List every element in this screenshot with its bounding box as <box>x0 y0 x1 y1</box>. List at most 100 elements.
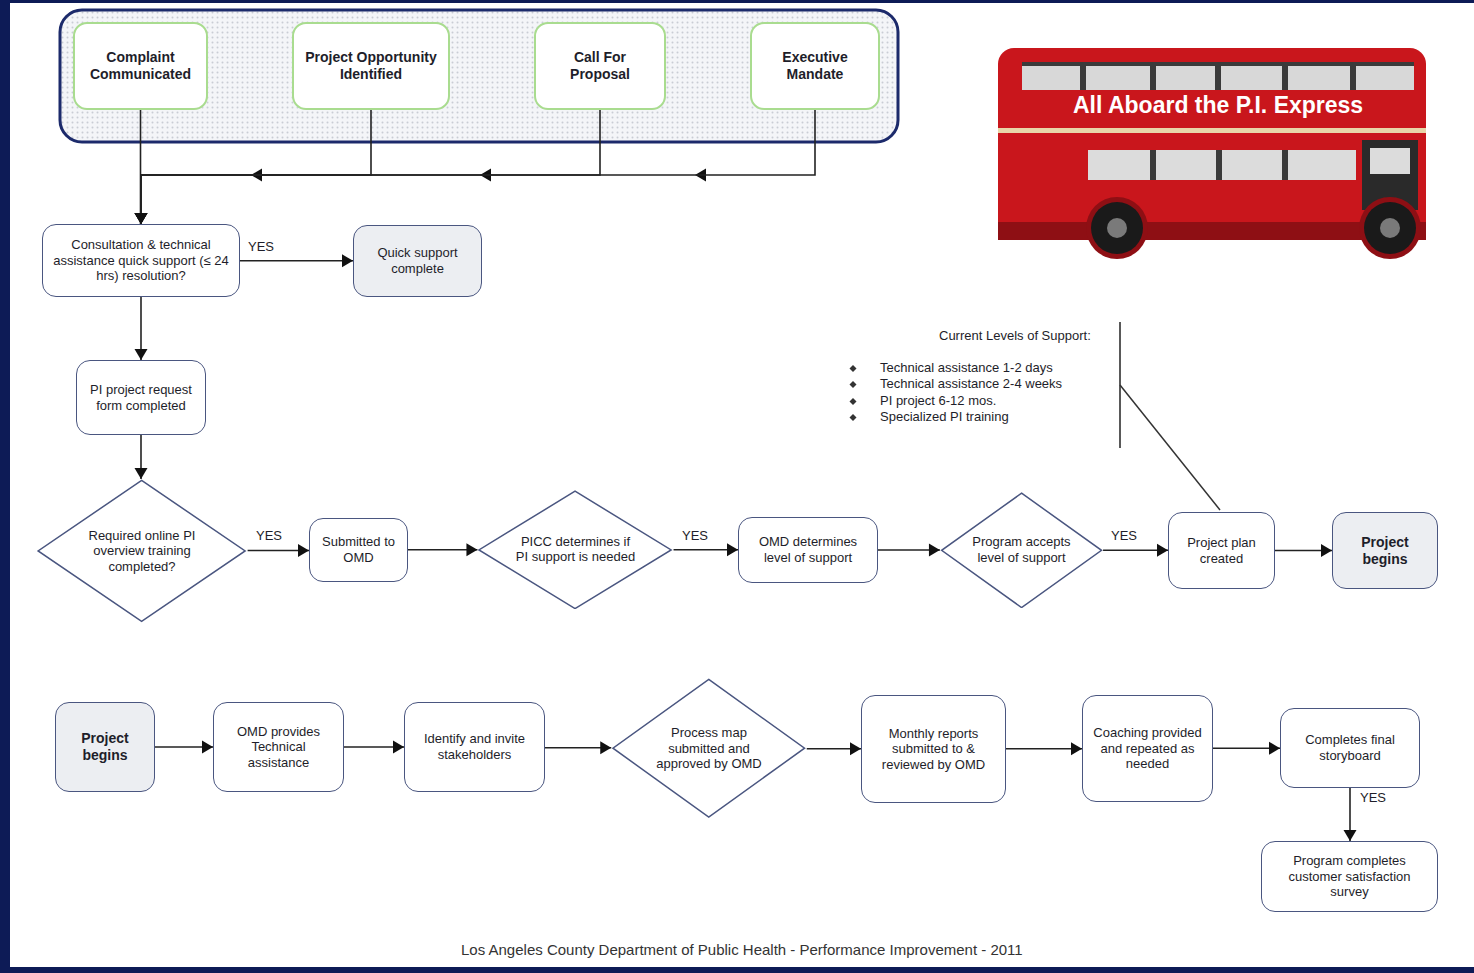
decision-diamond: Program accepts level of support <box>940 492 1103 609</box>
arrowhead <box>135 213 148 224</box>
process-box: Project plan created <box>1168 512 1275 589</box>
arrowhead <box>929 543 940 556</box>
bus-pillar <box>1080 62 1086 90</box>
bullet-symbol <box>850 381 857 388</box>
bus-pillar <box>1350 62 1356 90</box>
connector-arrow <box>248 544 309 557</box>
decision-diamond: Process map submitted and approved by OM… <box>611 678 807 818</box>
bus-pillar <box>1282 62 1288 90</box>
terminal-box: Project begins <box>55 702 155 792</box>
box-text: OMD determines level of support <box>746 534 870 565</box>
arrowhead <box>135 349 148 360</box>
arrowhead <box>202 741 213 754</box>
diamond-shape <box>613 680 805 818</box>
bus-banner-text: All Aboard the P.I. Express <box>1073 92 1363 120</box>
callout-item: PI project 6-12 mos. <box>880 393 996 409</box>
edge-label: YES <box>1109 528 1139 544</box>
bus-illustration <box>998 48 1426 259</box>
edge-label: YES <box>680 528 710 544</box>
arrowhead <box>1321 544 1332 557</box>
connector-arrow <box>1344 788 1357 841</box>
diamond-shape <box>479 491 671 608</box>
arrowhead <box>393 741 404 754</box>
decision-text: Required online PI overview training com… <box>76 528 207 575</box>
box-text: Consultation & technical assistance quic… <box>50 237 232 284</box>
source-box: Call For Proposal <box>534 22 666 110</box>
connector-arrow <box>1275 544 1332 557</box>
box-text: Completes final storyboard <box>1288 732 1412 763</box>
decision-text: Program accepts level of support <box>971 534 1072 565</box>
process-box: Consultation & technical assistance quic… <box>42 224 240 297</box>
box-text: Executive Mandate <box>759 49 871 83</box>
caption-text: Los Angeles County Department of Public … <box>461 941 1023 959</box>
box-text: Program completes customer satisfaction … <box>1269 853 1430 900</box>
connector-arrow <box>135 110 816 224</box>
bus-lower-windows <box>1088 150 1356 180</box>
connector-line <box>141 110 371 224</box>
bullet-symbol <box>850 365 857 372</box>
arrowhead <box>342 254 353 267</box>
bus-hub <box>1107 218 1127 238</box>
bus-wheel-arch <box>1359 197 1421 259</box>
connector-arrow <box>1103 544 1168 557</box>
process-box: Coaching provided and repeated as needed <box>1082 695 1213 802</box>
bus-trim <box>998 128 1426 133</box>
arrowhead <box>135 213 148 224</box>
bus-hub <box>1380 218 1400 238</box>
bus-wheel-arch <box>1086 197 1148 259</box>
process-box: Monthly reports submitted to & reviewed … <box>861 695 1006 803</box>
connector-arrow <box>240 254 353 267</box>
process-box: Program completes customer satisfaction … <box>1261 841 1438 912</box>
source-box: Complaint Communicated <box>73 22 208 110</box>
decision-diamond: Required online PI overview training com… <box>36 479 247 623</box>
bus-pillar <box>1282 150 1288 180</box>
decision-text: Process map submitted and approved by OM… <box>648 725 769 772</box>
bus-pillar <box>1150 62 1156 90</box>
box-text: OMD provides Technical assistance <box>221 724 336 771</box>
connector-arrow <box>1213 742 1280 755</box>
bus-upper-windows <box>1022 62 1414 90</box>
source-box: Project Opportunity Identified <box>292 22 450 110</box>
box-text: Submitted to OMD <box>317 534 400 565</box>
arrowhead <box>1157 544 1168 557</box>
edge-label: YES <box>246 239 276 255</box>
process-box: Submitted to OMD <box>309 518 408 582</box>
process-box: Identify and invite stakeholders <box>404 702 545 792</box>
decision-diamond: PICC determines if PI support is needed <box>477 490 673 610</box>
box-text: Identify and invite stakeholders <box>412 731 537 762</box>
diamond-shape <box>38 481 245 622</box>
box-text: Project begins <box>1340 534 1430 568</box>
callout-heading: Current Levels of Support: <box>939 328 1091 344</box>
arrowhead <box>135 213 148 224</box>
edge-label: YES <box>1358 790 1388 806</box>
callout-item: Specialized PI training <box>880 409 1009 425</box>
decision-text: PICC determines if PI support is needed <box>514 534 636 565</box>
bus-cab-window <box>1370 148 1410 174</box>
bus-pillar <box>1216 150 1222 180</box>
box-text: Project Opportunity Identified <box>301 49 441 83</box>
box-text: Monthly reports submitted to & reviewed … <box>869 726 998 773</box>
box-text: Coaching provided and repeated as needed <box>1090 725 1205 772</box>
bus-wheel <box>1091 202 1143 254</box>
arrowhead <box>1071 742 1082 755</box>
process-box: Completes final storyboard <box>1280 708 1420 788</box>
connector-line <box>240 260 353 262</box>
process-box: OMD determines level of support <box>738 517 878 583</box>
bus-body <box>998 48 1426 240</box>
leader-line <box>1120 385 1220 510</box>
bullet-symbol <box>850 398 857 405</box>
edge-label: YES <box>254 528 284 544</box>
arrowhead <box>600 741 611 754</box>
connector-arrow <box>878 543 940 556</box>
connector-arrow <box>135 297 148 360</box>
source-box: Executive Mandate <box>750 22 880 110</box>
source-band <box>60 10 898 142</box>
connector-arrow <box>135 110 601 224</box>
arrowhead <box>1269 742 1280 755</box>
box-text: Complaint Communicated <box>82 49 199 83</box>
box-text: Quick support complete <box>361 245 474 276</box>
callout-item: Technical assistance 2-4 weeks <box>880 376 1062 392</box>
